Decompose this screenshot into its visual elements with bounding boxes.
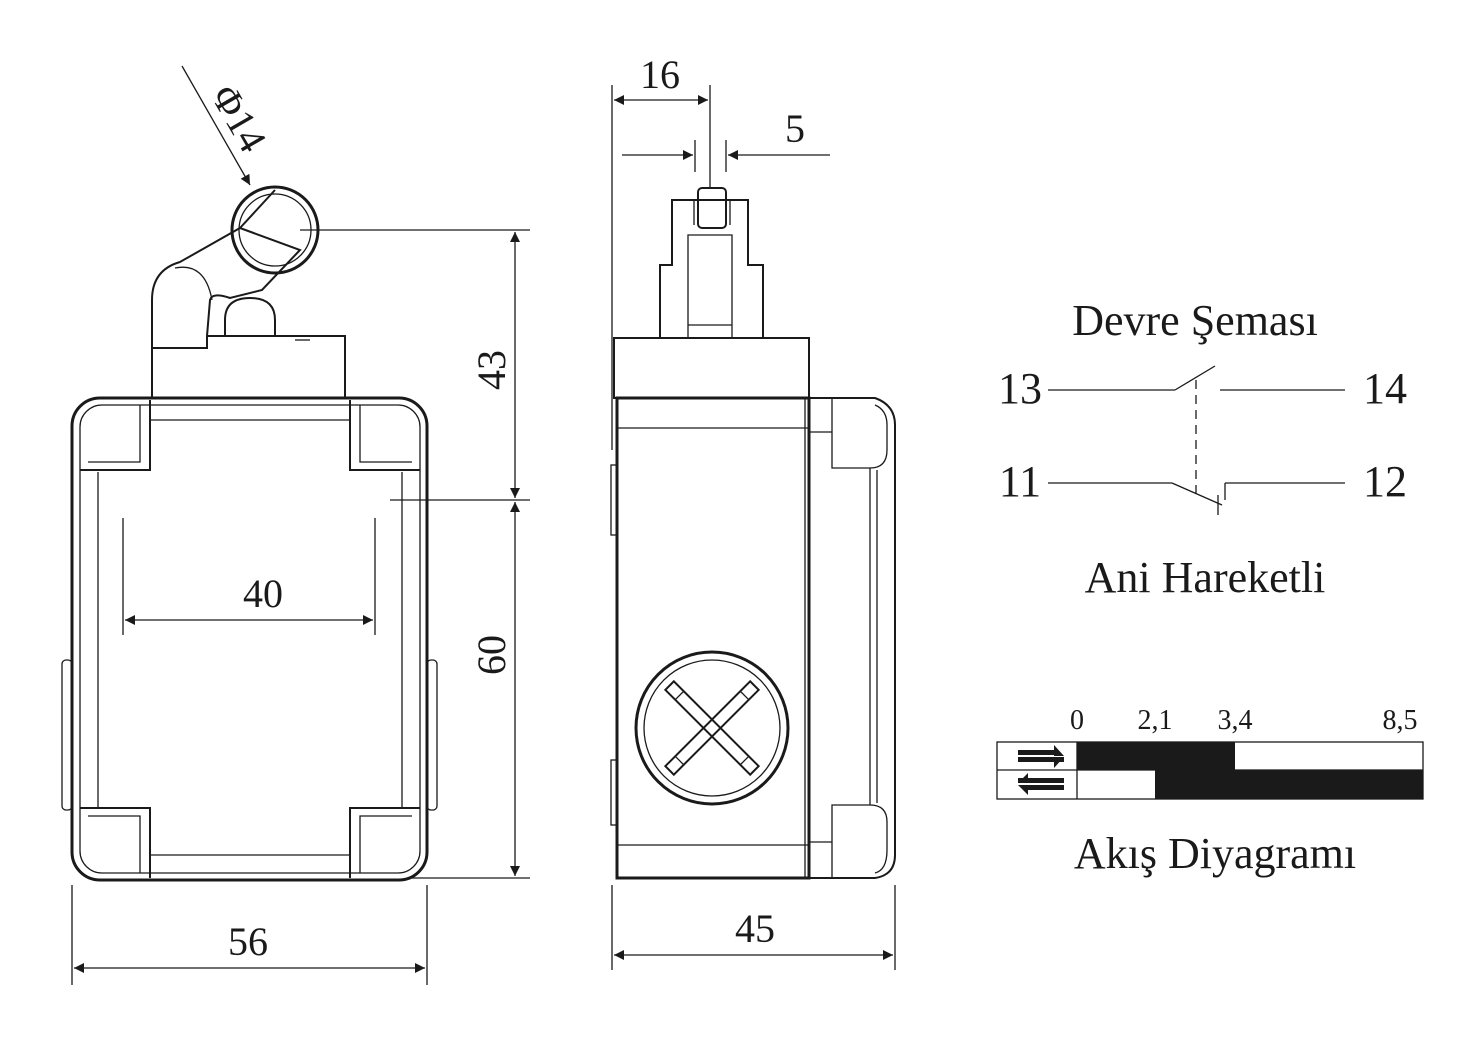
cable-gland (634, 650, 790, 806)
inner-width-dimension: 40 (122, 518, 376, 635)
side-cover (809, 397, 896, 879)
front-body-outline (70, 396, 429, 882)
terminal-11: 11 (999, 457, 1041, 506)
circuit-title: Devre Şeması (1072, 296, 1318, 345)
side-lever-mount (659, 199, 764, 338)
terminal-12: 12 (1363, 457, 1407, 506)
corner-tab-bl (80, 807, 151, 878)
lever-arm (151, 226, 302, 348)
flow-tick-0: 0 (1070, 705, 1084, 736)
side-width-label: 45 (735, 906, 775, 951)
terminal-14: 14 (1363, 364, 1407, 413)
front-width-dimension: 56 (71, 885, 428, 985)
front-head-block (151, 335, 346, 398)
corner-tab-tl (80, 400, 151, 471)
terminal-13: 13 (998, 364, 1042, 413)
flow-bar-row2 (1155, 770, 1423, 799)
forward-arrow-icon (1018, 745, 1064, 768)
flow-bar-row1 (1077, 742, 1235, 770)
corner-tab-tr (349, 400, 420, 471)
circuit-subtitle: Ani Hareketli (1085, 553, 1326, 602)
circuit-diagram: Devre Şeması 13 14 11 12 Ani Hareketli (998, 296, 1407, 602)
corner-tab-br (349, 807, 420, 878)
vertical-dimensions: 43 60 (300, 229, 530, 879)
front-body-inner-outline (79, 404, 421, 874)
side-bump-left (61, 659, 73, 811)
top-width-label: 16 (640, 52, 680, 97)
side-bump-right (426, 659, 438, 811)
height-lower-label: 60 (469, 635, 514, 675)
flow-title: Akış Diyagramı (1074, 829, 1356, 878)
side-view (610, 187, 896, 880)
side-head (613, 337, 810, 399)
gap-label: 5 (785, 106, 805, 151)
front-width-label: 56 (228, 919, 268, 964)
plunger-dome (224, 296, 276, 336)
diameter-dimension: Φ14 (181, 65, 276, 186)
cross-screw-icon (663, 679, 761, 777)
flow-diagram: 0 2,1 3,4 8,5 Akış Diyagramı (996, 705, 1424, 878)
flow-tick-3: 8,5 (1383, 705, 1418, 736)
diameter-label: Φ14 (202, 77, 276, 159)
side-body (615, 396, 811, 880)
inner-width-label: 40 (243, 571, 283, 616)
front-view (61, 185, 438, 882)
side-width-dimension: 45 (611, 885, 896, 970)
return-arrow-icon (1018, 773, 1064, 795)
flow-tick-2: 3,4 (1218, 705, 1253, 736)
flow-tick-1: 2,1 (1138, 705, 1173, 736)
side-roller (697, 187, 727, 229)
top-dimensions: 16 5 (611, 52, 830, 450)
height-upper-label: 43 (469, 350, 514, 390)
